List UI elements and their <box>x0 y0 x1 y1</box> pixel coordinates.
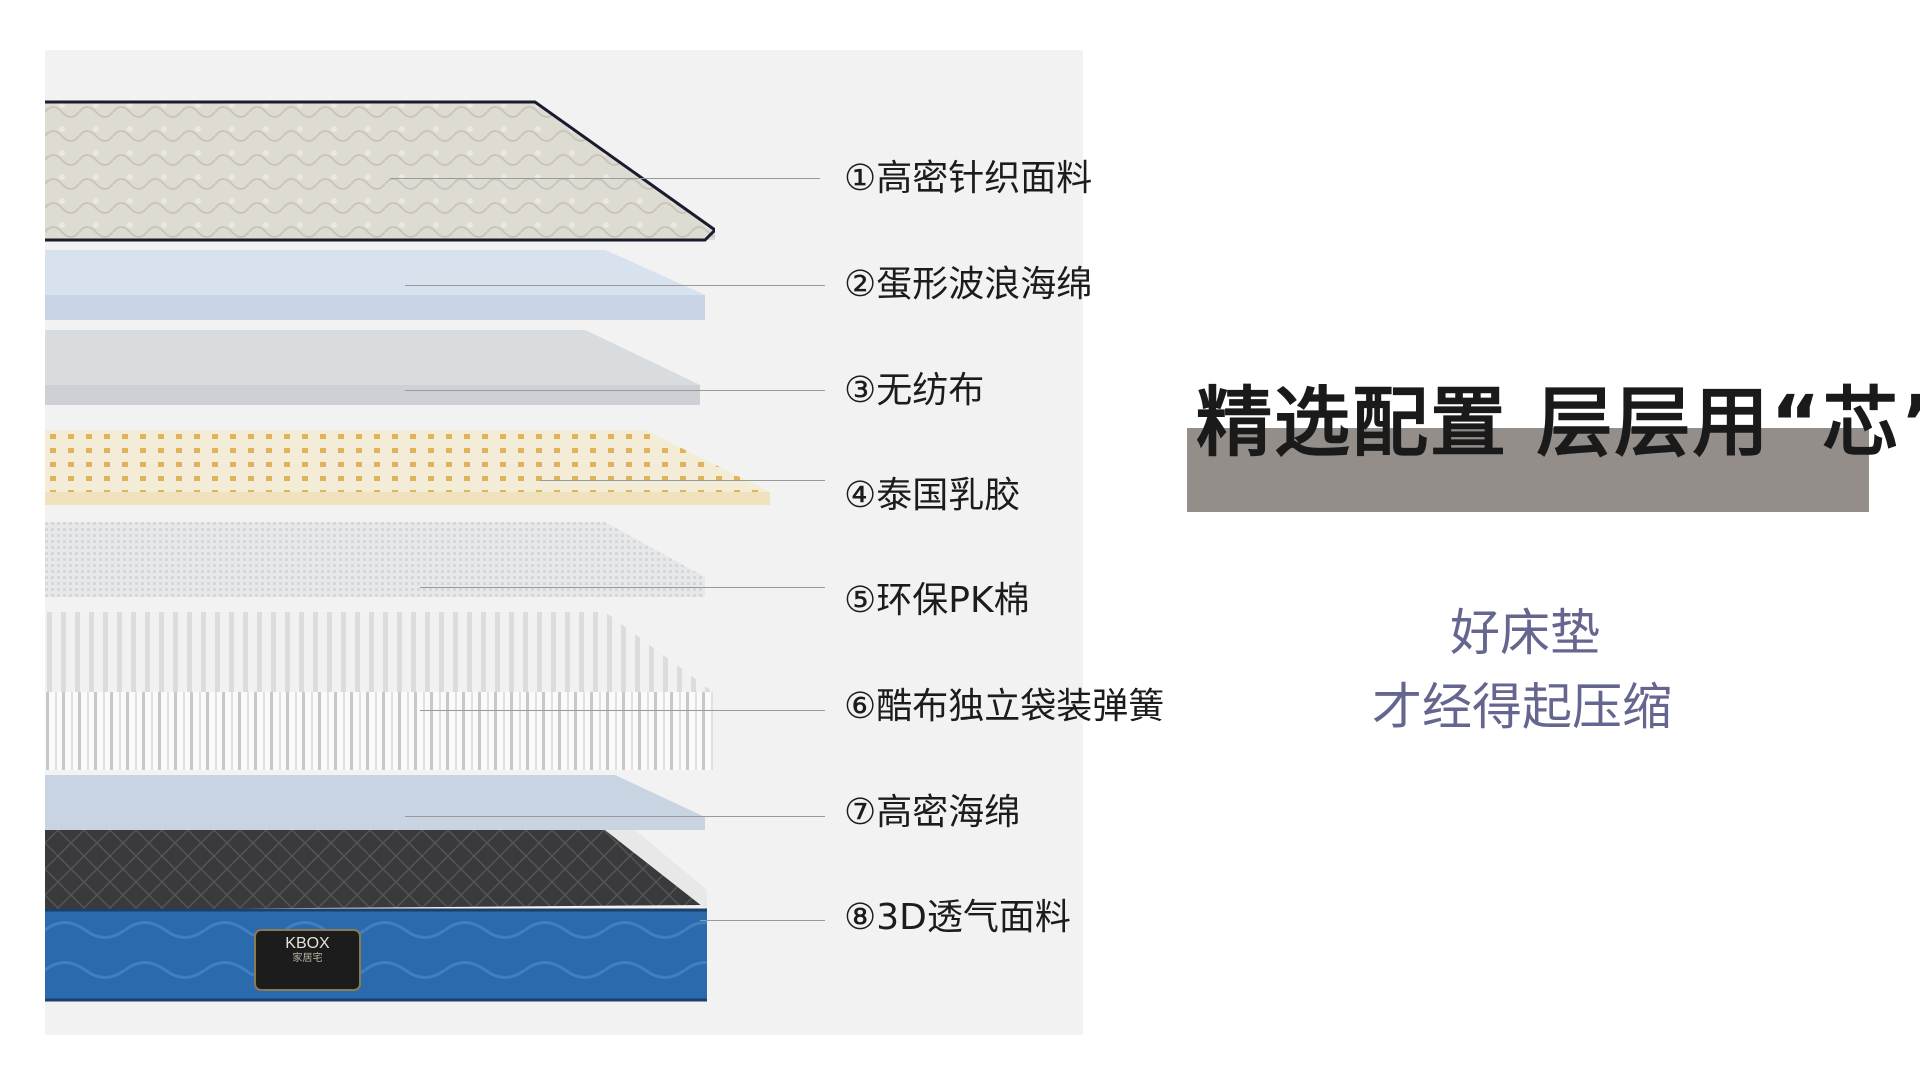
layer-number: ② <box>844 264 877 305</box>
subtitle-line-2: 才经得起压缩 <box>1372 678 1672 736</box>
layer-3d-fabric-image: KBOX 家居宅 <box>45 830 707 1002</box>
layer-name: 高密针织面料 <box>876 158 1093 199</box>
leader-line-2 <box>405 285 825 286</box>
layer-number: ③ <box>844 370 877 411</box>
layer-label-5: ⑤环保PK棉 <box>844 583 1030 619</box>
layer-number: ⑦ <box>844 792 877 833</box>
layer-non-woven-image <box>45 330 700 405</box>
brand-logo-sub: 家居宅 <box>292 953 323 965</box>
layer-name: 酷布独立袋装弹簧 <box>876 686 1165 727</box>
headline-highlight-bar <box>1187 428 1869 512</box>
layer-name: 泰国乳胶 <box>876 475 1021 516</box>
brand-logo: KBOX 家居宅 <box>255 934 360 965</box>
leader-line-4 <box>540 480 825 481</box>
brand-logo-tag <box>254 929 361 991</box>
layer-name: 无纺布 <box>876 370 985 411</box>
layer-pk-cotton-image <box>45 522 705 597</box>
layer-number: ⑥ <box>844 686 877 727</box>
layer-latex-image <box>45 430 770 505</box>
subtitle-line-1: 好床垫 <box>1450 604 1600 662</box>
leader-line-1 <box>390 178 820 179</box>
layer-label-1: ①高密针织面料 <box>844 161 1092 197</box>
leader-line-8 <box>700 920 825 921</box>
headline: 精选配置 层层用“芯” <box>1196 378 1920 467</box>
layer-sponge-image <box>45 775 705 830</box>
layer-number: ① <box>844 158 877 199</box>
layer-label-4: ④泰国乳胶 <box>844 478 1020 514</box>
brand-logo-text: KBOX <box>285 935 330 952</box>
layer-number: ⑧ <box>844 897 877 938</box>
layer-knit-fabric-image <box>45 100 715 245</box>
layer-name: 环保PK棉 <box>876 580 1030 621</box>
layer-label-8: ⑧3D透气面料 <box>844 900 1071 936</box>
layer-number: ④ <box>844 475 877 516</box>
layer-label-2: ②蛋形波浪海绵 <box>844 267 1092 303</box>
layer-name: 高密海绵 <box>876 792 1021 833</box>
layer-label-7: ⑦高密海绵 <box>844 795 1020 831</box>
layer-pocket-spring-image <box>45 612 713 772</box>
layer-label-3: ③无纺布 <box>844 373 984 409</box>
layer-name: 3D透气面料 <box>876 897 1071 938</box>
leader-line-6 <box>420 710 825 711</box>
leader-line-7 <box>405 816 825 817</box>
layer-egg-sponge-image <box>45 250 705 320</box>
layer-number: ⑤ <box>844 580 877 621</box>
leader-line-5 <box>420 587 825 588</box>
layer-name: 蛋形波浪海绵 <box>876 264 1093 305</box>
layer-label-6: ⑥酷布独立袋装弹簧 <box>844 689 1164 725</box>
leader-line-3 <box>405 390 825 391</box>
